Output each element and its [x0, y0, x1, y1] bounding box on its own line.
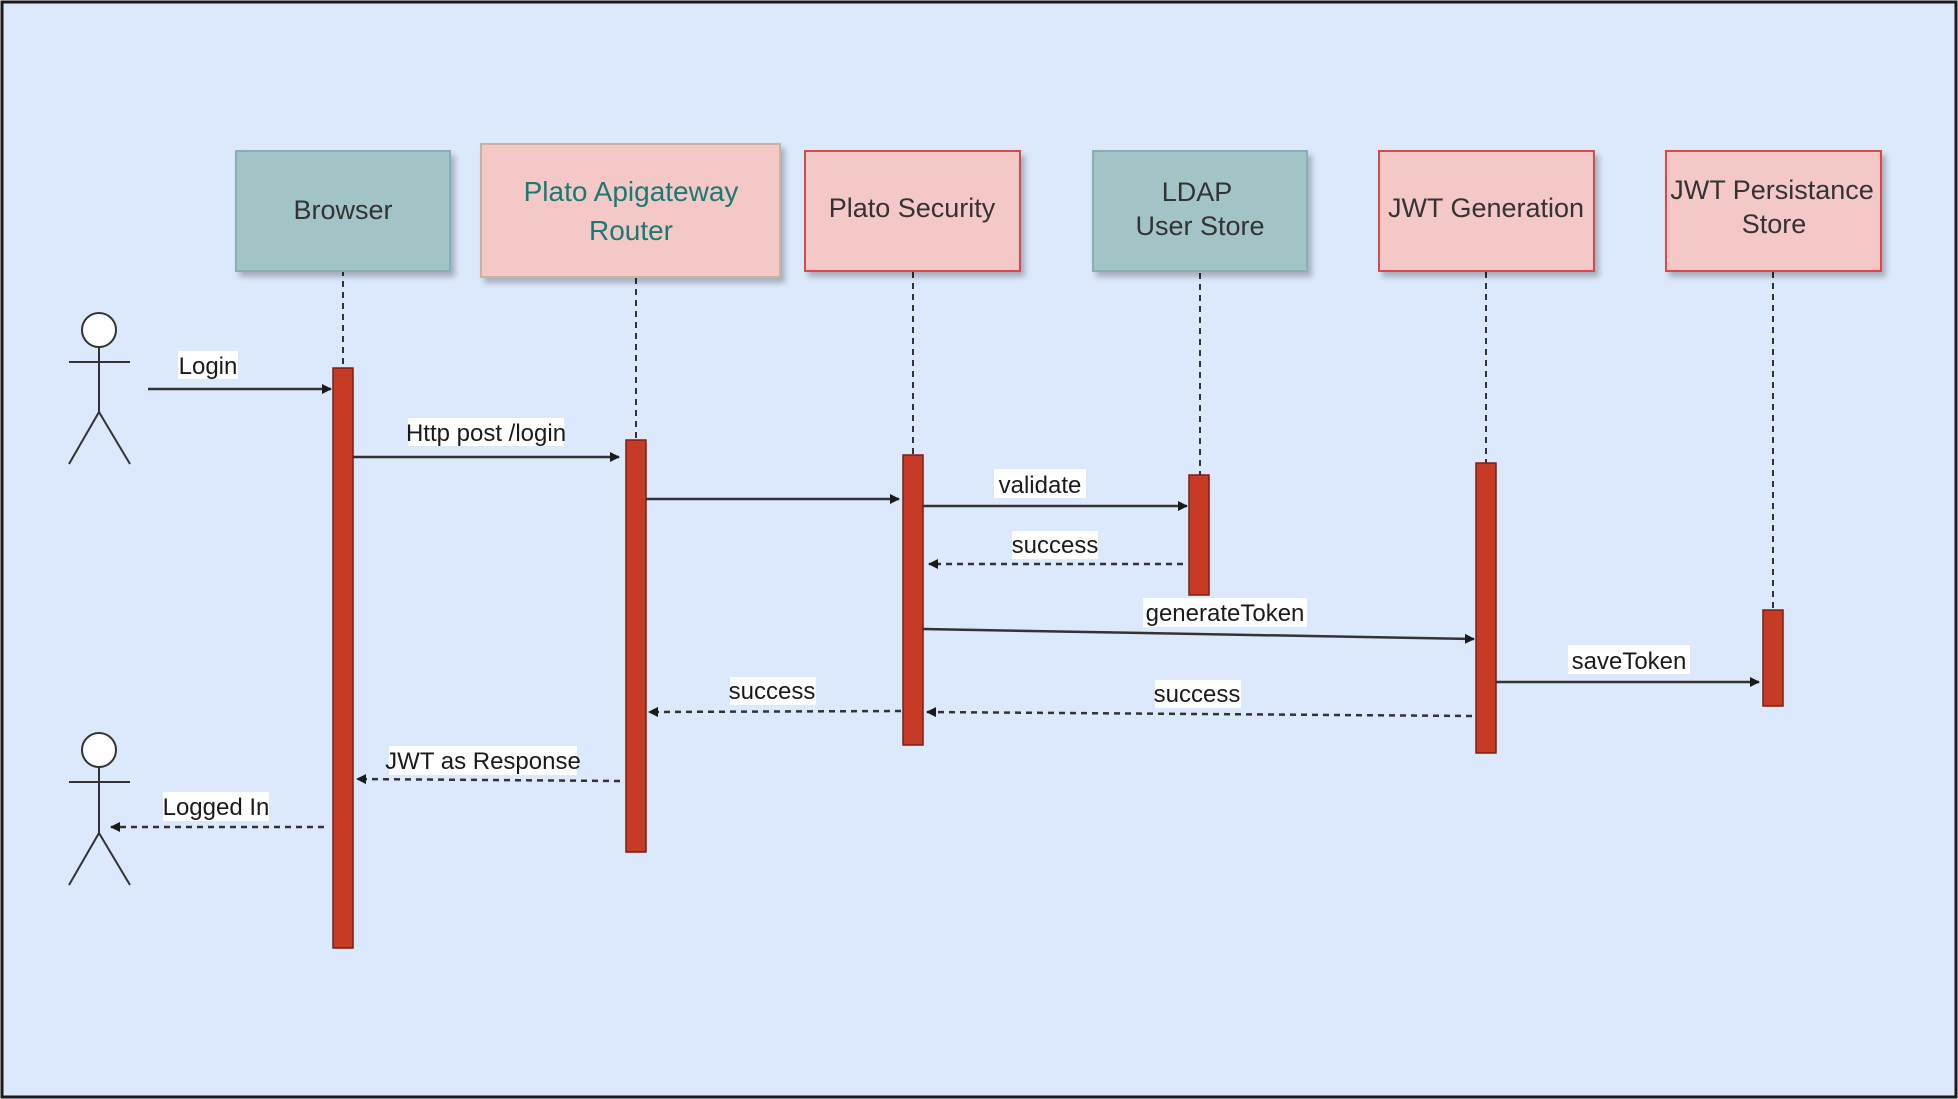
- participant-ldap: LDAP User Store: [1092, 150, 1308, 272]
- actor-leg-left: [68, 411, 100, 465]
- activation-gateway: [625, 439, 647, 853]
- message-save-token-label: saveToken: [1572, 648, 1687, 675]
- participant-label-line-2: Router: [589, 215, 673, 246]
- activation-ldap: [1188, 474, 1210, 596]
- participant-box: [480, 143, 781, 278]
- participant-jwt-generation: JWT Generation: [1378, 150, 1595, 272]
- message-generate-token-arrow: [922, 627, 1475, 644]
- message-success-security-label: success: [729, 678, 816, 705]
- message-label-bg: [1012, 531, 1098, 559]
- user-actor-start: [68, 312, 131, 465]
- actor-leg-right: [98, 832, 131, 886]
- message-success-security-arrow: [648, 706, 902, 717]
- participant-label: Browser: [293, 195, 392, 225]
- participant-browser: Browser: [235, 150, 451, 272]
- participant-box: [1665, 150, 1882, 272]
- message-generate-token-label: generateToken: [1146, 600, 1305, 627]
- message-logged-in-label: Logged In: [163, 794, 270, 821]
- message-label-bg: [1155, 680, 1241, 708]
- participant-box: [1378, 150, 1595, 272]
- message-success-ldap-label: success: [1012, 532, 1099, 559]
- message-validate-label: validate: [999, 472, 1082, 499]
- activation-jwt-generation: [1475, 462, 1497, 754]
- message-label-bg: [389, 746, 577, 775]
- user-actor-end: [68, 732, 131, 886]
- participant-label-line-2: User Store: [1135, 211, 1264, 241]
- participant-label-line-1: Plato Apigateway: [524, 176, 739, 207]
- participant-jwt-persistance-store: JWT Persistance Store: [1665, 150, 1882, 272]
- message-success-jwt-label: success: [1154, 681, 1241, 708]
- message-label-bg: [178, 351, 238, 379]
- actor-leg-left: [68, 832, 100, 886]
- actor-head: [81, 312, 117, 348]
- participant-label-line-1: LDAP: [1162, 177, 1233, 207]
- message-success-jwt-arrow: [926, 707, 1473, 718]
- participant-box: [235, 150, 451, 272]
- message-label-bg: [1568, 645, 1690, 674]
- participant-box: [1092, 150, 1308, 272]
- message-label-bg: [1143, 598, 1307, 627]
- participant-security: Plato Security: [804, 150, 1021, 272]
- activation-jwt-persistance-store: [1762, 609, 1784, 707]
- message-label-bg: [163, 792, 269, 821]
- activation-browser: [332, 367, 354, 949]
- message-login-label: Login: [179, 353, 238, 380]
- participant-box: [804, 150, 1021, 272]
- message-http-post-label: Http post /login: [406, 420, 566, 447]
- activation-security: [902, 454, 924, 746]
- participant-gateway: Plato Apigateway Router: [480, 143, 781, 278]
- message-label-bg: [994, 469, 1086, 498]
- message-label-bg: [730, 677, 816, 705]
- participant-label-line-2: Store: [1742, 209, 1807, 239]
- message-label-bg: [408, 418, 564, 446]
- actor-leg-right: [98, 411, 131, 465]
- participant-label-line-1: JWT Persistance: [1670, 175, 1874, 205]
- participant-label: JWT Generation: [1388, 193, 1584, 223]
- participant-label: Plato Security: [829, 193, 996, 223]
- message-jwt-response-label: JWT as Response: [385, 748, 581, 775]
- actor-head: [81, 732, 117, 768]
